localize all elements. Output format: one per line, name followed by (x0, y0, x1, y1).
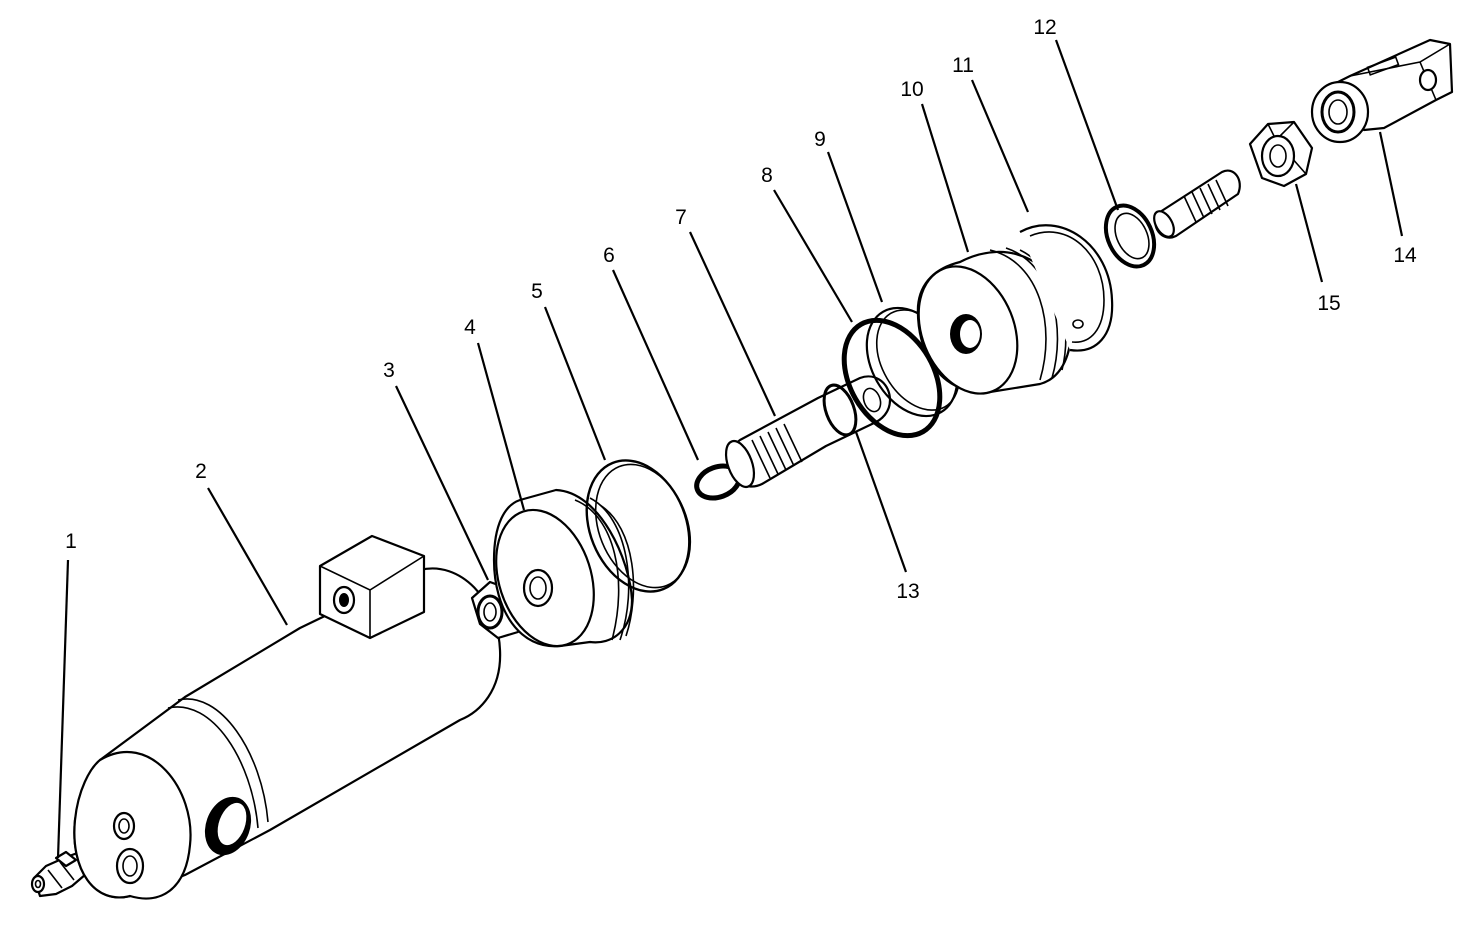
callout-5: 5 (531, 280, 543, 303)
callout-7: 7 (675, 206, 687, 229)
callout-1: 1 (65, 530, 77, 553)
callout-11: 11 (952, 54, 974, 77)
callout-13: 13 (896, 580, 919, 603)
threaded-stud (1153, 169, 1241, 239)
callout-6: 6 (603, 244, 615, 267)
part-2-cylinder-body (73, 534, 502, 900)
part-14-clevis (1310, 38, 1454, 144)
callout-4: 4 (464, 316, 476, 339)
part-10-piston-head (916, 247, 1072, 395)
leader-lines (56, 39, 1404, 859)
callout-2: 2 (195, 460, 207, 483)
callout-3: 3 (383, 359, 395, 382)
part-5-ring (585, 459, 692, 593)
callout-14: 14 (1393, 244, 1417, 267)
callout-12: 12 (1033, 16, 1056, 39)
callout-9: 9 (814, 128, 826, 151)
part-11-dish-cover (1019, 224, 1114, 352)
callout-15: 15 (1317, 292, 1340, 315)
callout-8: 8 (761, 164, 773, 187)
callout-labels: 1 2 3 4 5 6 7 8 9 10 11 12 13 14 15 (65, 16, 1417, 603)
part-1-grease-fitting (30, 850, 88, 898)
callout-10: 10 (900, 78, 923, 101)
part-13-small-ring (822, 383, 858, 437)
part-12-washer (1103, 203, 1157, 269)
part-7-shaft (724, 375, 892, 489)
part-15-hex-nut (1248, 120, 1314, 188)
